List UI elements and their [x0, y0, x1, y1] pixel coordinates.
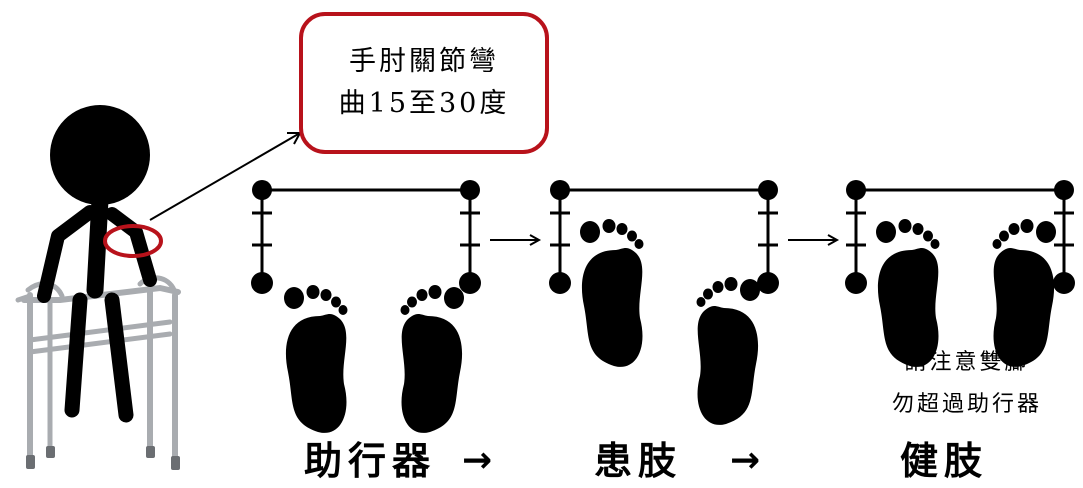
feet-warning-note: 請注意雙腳 勿超過助行器 [862, 342, 1072, 426]
elbow-angle-callout: 手肘關節彎 曲15至30度 [299, 12, 549, 154]
stick-figure-user [37, 105, 157, 423]
warning-line-1: 請注意雙腳 [904, 350, 1030, 375]
right-footprint-panel-2 [696, 277, 760, 425]
sequence-arrow-1: → [462, 440, 493, 481]
callout-line-1: 手肘關節彎 [349, 46, 499, 77]
step-arrow-1 [490, 234, 542, 246]
walker-topview-panel-3 [846, 188, 1074, 287]
walker-topview-panel-1-joints [251, 180, 481, 294]
walker-topview-panel-2-joints [549, 180, 779, 294]
elbow-highlight-circle [103, 224, 163, 258]
walker-topview-panel-1 [252, 188, 480, 287]
sequence-arrow-2: → [730, 440, 761, 481]
warning-line-2: 勿超過助行器 [891, 392, 1042, 417]
walker-feet [26, 446, 180, 470]
walker-topview-panel-2 [550, 188, 778, 287]
step-label-affected-limb: 患肢 [594, 439, 683, 483]
walker-topview-panel-3-joints [845, 180, 1075, 294]
left-footprint-panel-1 [284, 285, 348, 433]
step-label-healthy-limb: 健肢 [900, 439, 989, 483]
step-arrow-2 [788, 234, 840, 246]
step-label-walker: 助行器 [304, 439, 437, 483]
callout-pointer-arrow [149, 132, 302, 221]
callout-line-2: 曲15至30度 [338, 88, 510, 119]
right-footprint-panel-1 [400, 285, 464, 433]
walker-frame-illustration [15, 275, 181, 465]
left-footprint-panel-2 [580, 219, 644, 367]
